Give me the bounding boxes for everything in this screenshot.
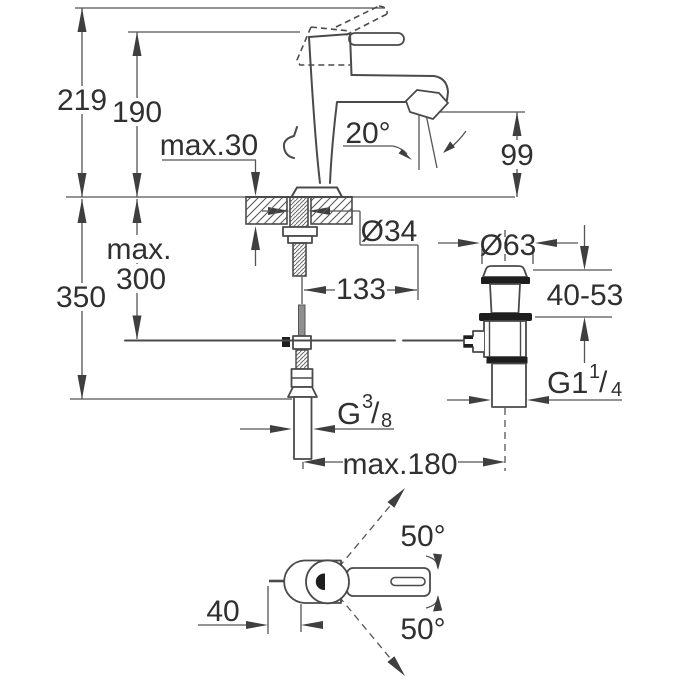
pop-up-knob — [282, 126, 298, 159]
lever-handle — [348, 32, 405, 46]
mounting-nut — [282, 226, 318, 237]
stream-angle-label: 20° — [345, 117, 390, 150]
rod-tee-junction — [292, 335, 312, 350]
raised-lever-ghost — [296, 5, 388, 66]
supply-thread-base: G — [337, 396, 361, 431]
supply-thread-sup: 3 — [362, 391, 373, 413]
rod-span-label: max.180 — [342, 448, 457, 481]
waste-neck — [489, 283, 521, 314]
waste-rod-port — [463, 330, 484, 353]
plan-handle — [346, 567, 431, 597]
body-height-label: 190 — [112, 96, 162, 129]
spout-offset-label: 40 — [206, 595, 239, 628]
supply-thread-slash: / — [371, 397, 380, 430]
handle-slot — [390, 576, 426, 587]
supply-linkage — [124, 196, 465, 460]
swing-line-upper — [338, 493, 401, 568]
waste-thread-label: G1 1 / 4 — [547, 361, 622, 401]
waste-cap — [482, 265, 528, 278]
waste-thread-sup: 1 — [589, 361, 600, 383]
base-flare — [291, 186, 343, 197]
plan-view-labels: 40 50° 50° — [206, 520, 445, 646]
side-view: 219 190 max.30 20° 99 max. 300 350 Ø34 1… — [56, 5, 626, 481]
swing-line-lower — [338, 596, 401, 671]
side-view-labels: 219 190 max.30 20° 99 max. 300 350 Ø34 1… — [56, 84, 623, 481]
plan-center-mark — [315, 573, 325, 591]
supply-tube — [293, 396, 313, 460]
pull-rod — [298, 304, 306, 338]
aerator — [405, 89, 449, 120]
deck-thickness-label: max.30 — [160, 129, 258, 162]
total-height-label: 219 — [57, 84, 107, 117]
waste-thread-base: G1 — [547, 365, 588, 400]
waste-tailpiece — [491, 362, 527, 408]
collar — [287, 386, 318, 398]
threaded-shank — [289, 196, 309, 228]
swing-lower-label: 50° — [400, 613, 445, 646]
plan-view: 40 50° 50° — [198, 488, 446, 676]
faucet-outline — [282, 5, 449, 197]
waste-cap-diameter-label: Ø63 — [480, 229, 537, 262]
plan-body — [305, 559, 350, 605]
waste-adjust-range-label: 40-53 — [547, 279, 624, 312]
pop-up-waste — [463, 265, 532, 408]
supply-thread-label: G 3 / 8 — [337, 391, 392, 432]
spout-height-label: 99 — [500, 139, 533, 172]
swing-upper-label: 50° — [400, 520, 445, 553]
threaded-rod — [292, 242, 307, 277]
waste-thread-slash: / — [599, 366, 608, 399]
hole-diameter-label: Ø34 — [361, 215, 418, 248]
spout-reach-label: 133 — [336, 273, 386, 306]
deck-section — [245, 196, 353, 225]
below-deck-total-label: 350 — [56, 281, 106, 314]
supply-thread-sub: 8 — [381, 410, 392, 432]
waste-flange — [479, 313, 532, 321]
waste-body — [483, 320, 527, 358]
label-backgrounds — [56, 86, 626, 311]
supply-max-label-2: 300 — [116, 263, 166, 296]
supply-max-label-1: max. — [106, 233, 171, 266]
waste-thread-sub: 4 — [611, 379, 622, 401]
